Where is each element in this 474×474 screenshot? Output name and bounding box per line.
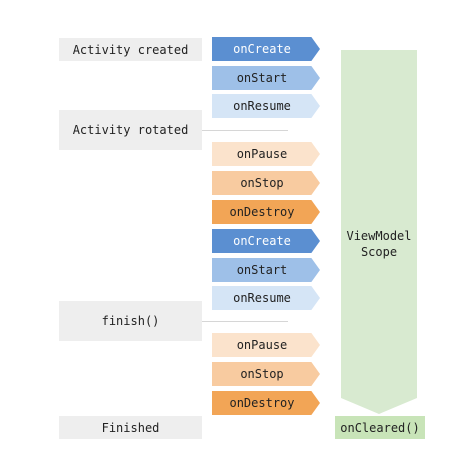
callback-ondestroy-1: onDestroy <box>212 200 320 224</box>
callback-onstop-1: onStop <box>212 171 320 195</box>
scope-label-line2: Scope <box>360 245 398 259</box>
callback-onresume-2: onResume <box>212 286 320 310</box>
callback-ondestroy-2: onDestroy <box>212 391 320 415</box>
callback-onstop-2: onStop <box>212 362 320 386</box>
callback-oncreate-1: onCreate <box>212 37 320 61</box>
oncleared-box: onCleared() <box>335 416 425 439</box>
callback-onpause-2: onPause <box>212 333 320 357</box>
callback-onpause-1: onPause <box>212 142 320 166</box>
event-finished: Finished <box>59 416 202 439</box>
viewmodel-scope-label: ViewModel Scope <box>341 228 417 260</box>
callback-oncreate-2: onCreate <box>212 229 320 253</box>
event-finish-call: finish() <box>59 301 202 341</box>
viewmodel-scope-arrow <box>341 50 417 414</box>
event-activity-created: Activity created <box>59 38 202 61</box>
scope-label-line1: ViewModel <box>346 229 412 243</box>
callback-onstart-2: onStart <box>212 258 320 282</box>
rotation-divider <box>202 130 288 131</box>
callback-onresume-1: onResume <box>212 94 320 118</box>
event-activity-rotated: Activity rotated <box>59 110 202 150</box>
callback-onstart-1: onStart <box>212 66 320 90</box>
finish-divider <box>202 321 288 322</box>
